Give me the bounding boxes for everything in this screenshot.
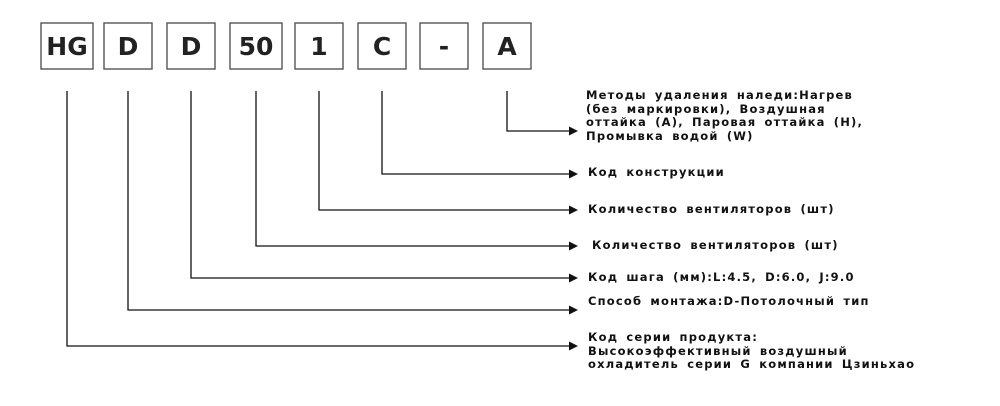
- code-box-series-text: HG: [46, 32, 87, 61]
- code-box-dash-text: -: [439, 32, 449, 61]
- arrowhead-construction: [569, 169, 578, 179]
- code-box-mounting-text: D: [118, 32, 139, 61]
- description-series-code: Код серии продукта: Высокоэффективный во…: [588, 330, 916, 371]
- code-box-fans-b-text: 1: [310, 32, 327, 61]
- arrowhead-series: [569, 341, 578, 351]
- description-fan-count-b: Количество вентиляторов (шт): [588, 202, 835, 216]
- code-box-series: HG: [40, 22, 94, 70]
- code-box-fans-a-text: 50: [239, 32, 274, 61]
- arrowhead-fans-b: [569, 205, 578, 215]
- code-box-pitch: D: [166, 22, 216, 70]
- code-box-mounting: D: [103, 22, 153, 70]
- arrowhead-defrost: [569, 126, 578, 136]
- description-fan-count-a: Количество вентиляторов (шт): [592, 238, 839, 252]
- connector-mounting: [127, 91, 570, 311]
- code-box-dash: -: [419, 22, 469, 70]
- connector-construction: [381, 91, 570, 175]
- connector-series: [66, 91, 570, 347]
- arrowhead-pitch: [569, 273, 578, 283]
- code-box-pitch-text: D: [181, 32, 202, 61]
- code-box-fans-b: 1: [294, 22, 344, 70]
- arrowhead-fans-a: [569, 241, 578, 251]
- code-box-construction: C: [357, 22, 407, 70]
- connector-defrost: [506, 91, 570, 132]
- code-box-defrost: A: [482, 22, 532, 70]
- description-mounting-method: Способ монтажа:D-Потолочный тип: [588, 294, 870, 308]
- connector-fans-b: [318, 91, 570, 211]
- description-construction-code: Код конструкции: [588, 165, 725, 179]
- code-box-construction-text: C: [373, 32, 391, 61]
- code-box-defrost-text: A: [497, 32, 517, 61]
- arrowhead-mounting: [569, 305, 578, 315]
- description-defrost-methods: Методы удаления наледи:Нагрев (без марки…: [586, 88, 864, 143]
- code-box-fans-a: 50: [229, 22, 283, 70]
- description-pitch-code: Код шага (мм):L:4.5, D:6.0, J:9.0: [588, 270, 855, 284]
- connector-fans-a: [255, 91, 570, 247]
- connector-pitch: [190, 91, 570, 279]
